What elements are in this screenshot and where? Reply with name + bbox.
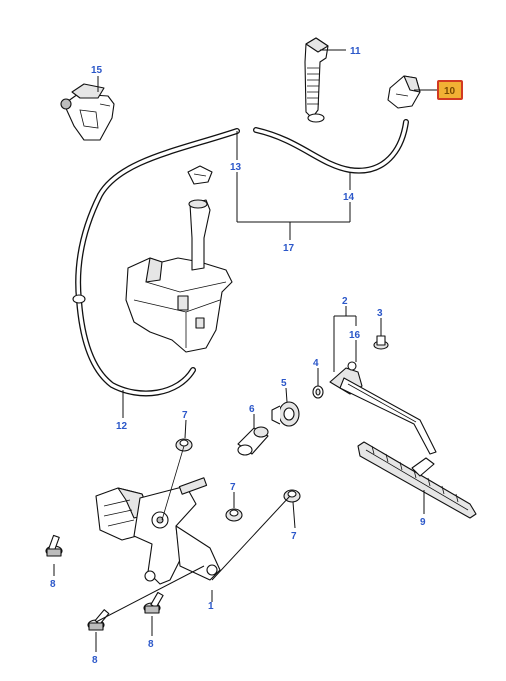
highlight-box [437,80,463,100]
callout-8-b[interactable]: 8 [92,655,98,666]
callout-7-b[interactable]: 7 [230,482,236,493]
hose-clip-part-15 [60,83,115,141]
nut-part-3 [373,335,389,350]
callout-15[interactable]: 15 [91,65,103,76]
bolt-part-8-c [143,591,164,614]
bolt-part-8-a [45,534,63,557]
filler-neck [188,199,211,271]
callout-2[interactable]: 2 [342,296,348,307]
callout-3[interactable]: 3 [377,308,383,319]
callout-10[interactable]: 10 [444,86,456,97]
callout-8-a[interactable]: 8 [50,579,56,590]
grommet-part-5 [271,401,300,427]
grommet-part-7-a [175,438,193,452]
callout-17[interactable]: 17 [283,243,295,254]
nozzle-tube-part-11 [304,37,329,123]
grommet-part-7-b [225,508,243,522]
grommet-part-7-c [283,489,301,503]
filler-cap [187,165,213,185]
hose-12 [72,128,240,397]
wiper-blade-part-9 [357,441,477,519]
washer-jet-part-10 [387,75,421,109]
leader-lines [53,49,438,652]
callout-7-a[interactable]: 7 [182,410,188,421]
hose-14 [253,119,409,174]
washer-reservoir [125,257,233,353]
wiper-arm-part-2 [329,361,437,455]
callout-1[interactable]: 1 [208,601,214,612]
callout-8-c[interactable]: 8 [148,639,154,650]
callout-16[interactable]: 16 [349,330,361,341]
callout-13[interactable]: 13 [230,162,242,173]
callout-7-c[interactable]: 7 [291,531,297,542]
callout-4[interactable]: 4 [313,358,319,369]
spacer-part-6 [237,426,269,456]
callout-6[interactable]: 6 [249,404,255,415]
callout-9[interactable]: 9 [420,517,426,528]
washer-part-4 [312,385,324,399]
callout-5[interactable]: 5 [281,378,287,389]
callout-12[interactable]: 12 [116,421,128,432]
callout-labels: 1 2 3 4 5 6 7 7 7 8 8 8 9 10 11 12 13 14… [50,46,456,666]
wiper-motor-part-1 [95,477,221,585]
callout-14[interactable]: 14 [343,192,355,203]
callout-11[interactable]: 11 [350,46,361,57]
bolt-part-8-b [87,609,110,631]
